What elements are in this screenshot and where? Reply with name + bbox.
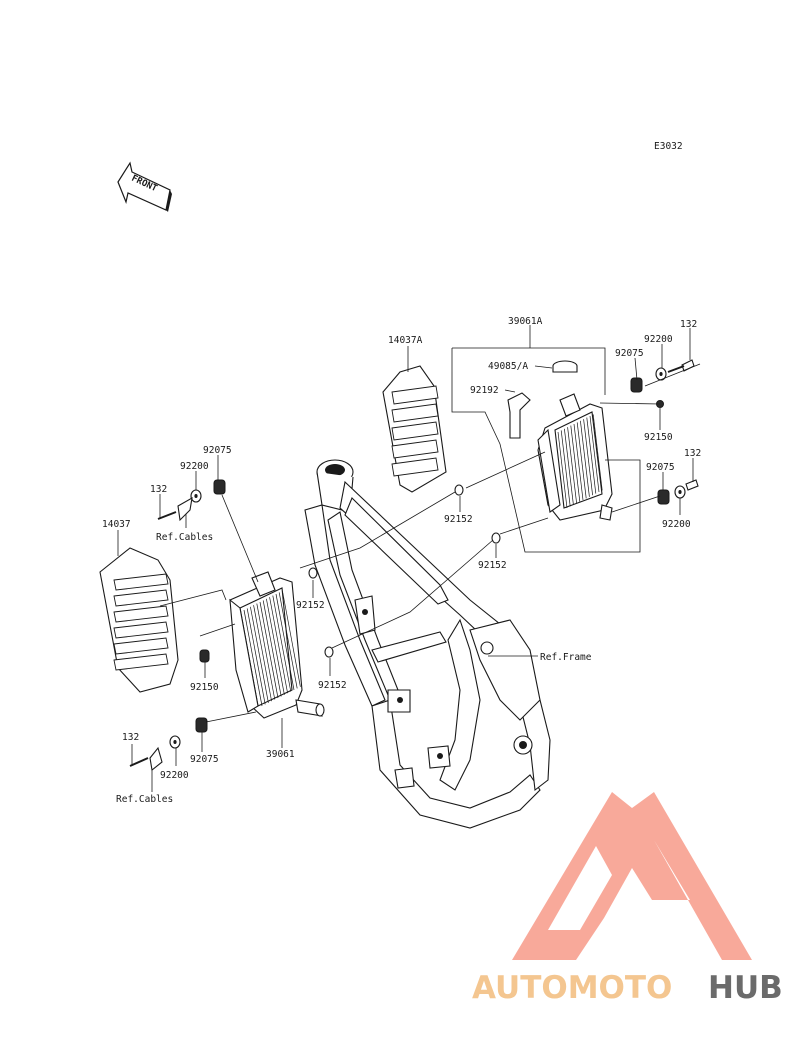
radiator-fin: [272, 595, 292, 692]
shroud-slat: [113, 621, 169, 639]
label-39061A: 39061A: [508, 316, 543, 327]
label-92152-c: 92152: [296, 600, 325, 611]
label-92075-bottom-left: 92075: [190, 754, 219, 765]
label-92075-left: 92075: [203, 445, 232, 456]
radiator-fin: [560, 430, 571, 507]
radiator-fin: [253, 605, 272, 702]
label-39061: 39061: [266, 749, 295, 760]
right-radiator: [537, 360, 613, 521]
label-132-left: 132: [150, 484, 167, 495]
label-14037: 14037: [102, 519, 131, 530]
shroud-slat: [391, 457, 439, 477]
radiator-fin: [583, 419, 593, 496]
label-92150-left: 92150: [190, 682, 219, 693]
radiator-fin: [589, 415, 600, 493]
shroud-slat: [113, 653, 169, 671]
shroud-slat: [391, 403, 439, 423]
label-92200-right: 92200: [662, 519, 691, 530]
label-132-top-right: 132: [680, 319, 697, 330]
label-92075-top-right: 92075: [615, 348, 644, 359]
radiator-fin: [592, 414, 603, 491]
label-92152-d: 92152: [318, 680, 347, 691]
label-92192: 92192: [470, 385, 499, 396]
watermark-triangle-icon: [512, 792, 752, 960]
hardware: [129, 359, 699, 772]
shroud-slat: [113, 637, 169, 655]
radiator-fin: [580, 420, 590, 497]
label-132-right: 132: [684, 448, 701, 459]
right-shroud: [382, 365, 447, 493]
radiator-fin: [570, 425, 581, 502]
radiator-fin: [282, 590, 301, 687]
radiator-fin: [576, 422, 587, 499]
diagram-code: E3032: [654, 141, 683, 152]
radiator-fin: [269, 597, 288, 694]
callout-labels: 39061A 14037A 49085/A 92192 92075 92200 …: [102, 316, 701, 805]
watermark-text-automoto: AUTOMOTO: [472, 970, 672, 1006]
label-ref-frame: Ref.Frame: [540, 652, 592, 663]
radiator-fin: [275, 593, 295, 691]
frame-drawing: [304, 459, 551, 829]
label-ref-cables-top: Ref.Cables: [156, 532, 213, 543]
label-49085A: 49085/A: [488, 361, 528, 372]
shroud-slat: [113, 573, 169, 591]
hose: [507, 392, 531, 439]
radiator-fin: [564, 428, 574, 505]
watermark-text-hub: HUB: [708, 970, 783, 1006]
front-arrow-icon: FRONT: [117, 161, 172, 212]
radiator-fin: [259, 601, 279, 699]
radiator-fin: [586, 417, 597, 494]
leader-lines: [117, 325, 701, 792]
shroud-slat: [113, 589, 169, 607]
radiator-fin: [573, 423, 584, 501]
label-92150-right: 92150: [644, 432, 673, 443]
radiator-fin: [557, 431, 568, 509]
radiator-fin: [262, 600, 282, 697]
watermark-logo: AUTOMOTO HUB: [472, 792, 783, 1006]
label-92152-a: 92152: [444, 514, 473, 525]
label-92152-b: 92152: [478, 560, 507, 571]
left-radiator: [229, 571, 325, 719]
label-ref-cables-bottom: Ref.Cables: [116, 794, 173, 805]
label-92075-right: 92075: [646, 462, 675, 473]
shroud-slat: [391, 385, 439, 405]
left-shroud: [99, 547, 179, 693]
shroud-slat: [391, 439, 439, 459]
radiator-fin: [250, 606, 269, 703]
shroud-slat: [391, 421, 439, 441]
radiator-fin: [567, 427, 577, 504]
shroud-slat: [113, 605, 169, 623]
radiator-fin: [266, 598, 285, 695]
label-132-bottom-left: 132: [122, 732, 139, 743]
label-92200-left: 92200: [180, 461, 209, 472]
radiator-fin: [246, 608, 266, 705]
label-14037A: 14037A: [388, 335, 423, 346]
radiator-fin: [243, 609, 263, 707]
label-92200-bottom-left: 92200: [160, 770, 189, 781]
radiator-fin: [256, 603, 276, 700]
radiator-fin: [278, 592, 298, 689]
label-92200-top-right: 92200: [644, 334, 673, 345]
